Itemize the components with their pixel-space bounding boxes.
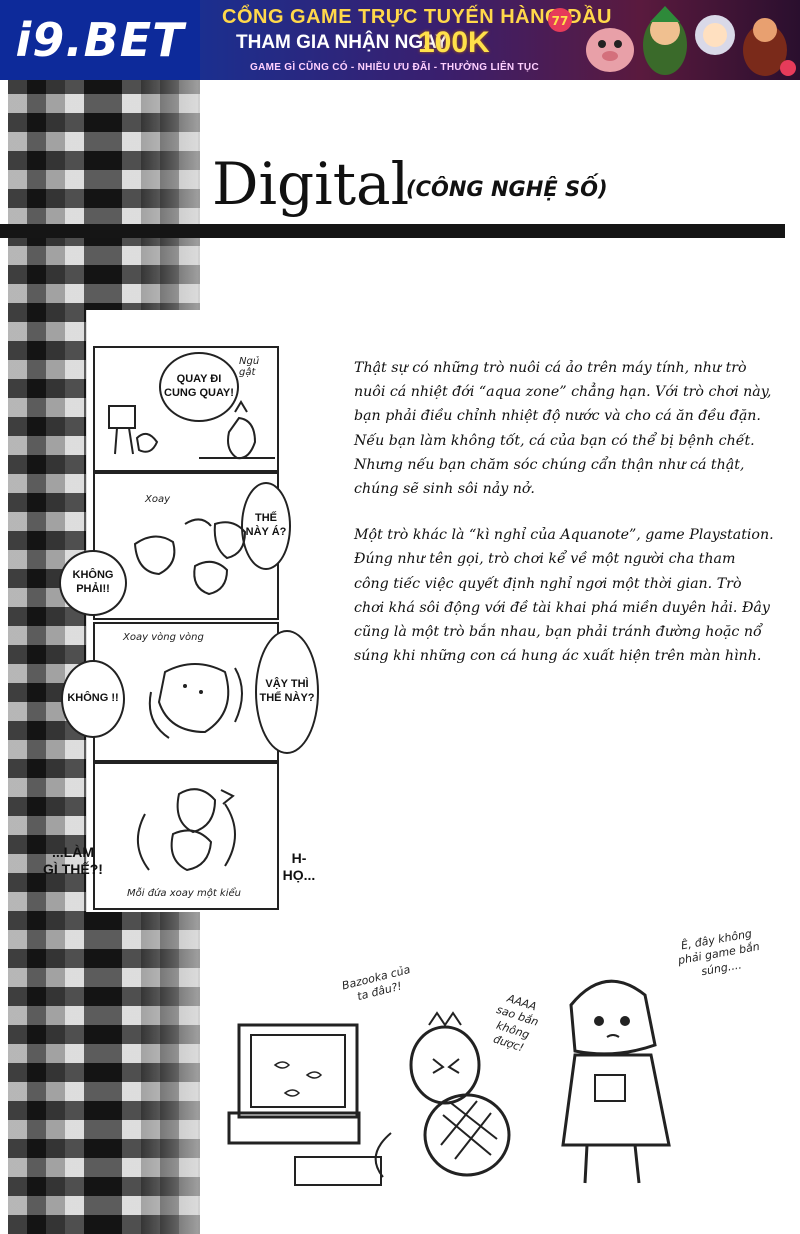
gaming-scene-art: [227, 979, 671, 1186]
paragraph: Một trò khác là “kì nghỉ của Aquanote”, …: [354, 527, 774, 665]
page-subtitle: (CÔNG NGHỆ SỐ): [406, 177, 608, 201]
comic-note: Ngủ gật: [239, 356, 260, 378]
shout-text: H-HỌ...: [282, 850, 316, 883]
svg-text:77: 77: [552, 14, 569, 28]
heading-divider: [0, 224, 785, 238]
comic-panel-3-art: [148, 663, 243, 739]
comic-caption: Mỗi đứa xoay một kiểu: [127, 888, 241, 899]
comic-panel-2-art: [133, 518, 247, 596]
comic-note: Xoay: [145, 494, 171, 505]
bottom-illustration: Bazooka của ta đâu?! AAAA sao bắn không …: [215, 925, 775, 1225]
ad-offer-text: THAM GIA NHẬN NGAY: [236, 32, 448, 53]
speech-bubble: QUAY ĐI CUNG QUAY!: [159, 352, 239, 422]
ad-characters-art: 77: [548, 6, 796, 76]
speech-bubble: VẬY THÌ THẾ NÀY?: [255, 630, 319, 754]
ad-banner[interactable]: i9.BET CỔNG GAME TRỰC TUYẾN HÀNG ĐẦU THA…: [0, 0, 800, 80]
article-body: Thật sự có những trò nuôi cá ảo trên máy…: [354, 356, 774, 690]
ad-tagline: GAME GÌ CŨNG CÓ - NHIỀU ƯU ĐÃI - THƯỞNG …: [250, 62, 539, 73]
comic-note: Xoay vòng vòng: [123, 632, 204, 643]
comic-panel-1-art: [108, 400, 275, 460]
brand-logo: i9.BET: [15, 13, 185, 67]
comic-panel-4: Mỗi đứa xoay một kiểu: [93, 762, 279, 910]
comic-panel-1: QUAY ĐI CUNG QUAY! Ngủ gật: [93, 346, 279, 472]
brand-logo-box[interactable]: i9.BET: [0, 0, 200, 80]
paragraph: Thật sự có những trò nuôi cá ảo trên máy…: [354, 360, 772, 498]
speech-bubble: KHÔNG !!: [61, 660, 125, 738]
comic-strip: QUAY ĐI CUNG QUAY! Ngủ gật Xoay THẾ NÀY …: [43, 310, 319, 912]
speech-bubble: KHÔNG PHẢI!!: [59, 550, 127, 616]
comic-panel-3: Xoay vòng vòng VẬY THÌ THẾ NÀY?: [93, 622, 319, 762]
ad-headline: CỔNG GAME TRỰC TUYẾN HÀNG ĐẦU: [222, 6, 612, 28]
ad-offer-amount: 100K: [418, 26, 490, 59]
comic-panel-4-art: [137, 788, 236, 872]
shout-text: ...LÀM GÌ THẾ?!: [43, 844, 103, 877]
page-title: Digital: [212, 150, 410, 218]
speech-bubble: THẾ NÀY Á?: [241, 482, 291, 570]
